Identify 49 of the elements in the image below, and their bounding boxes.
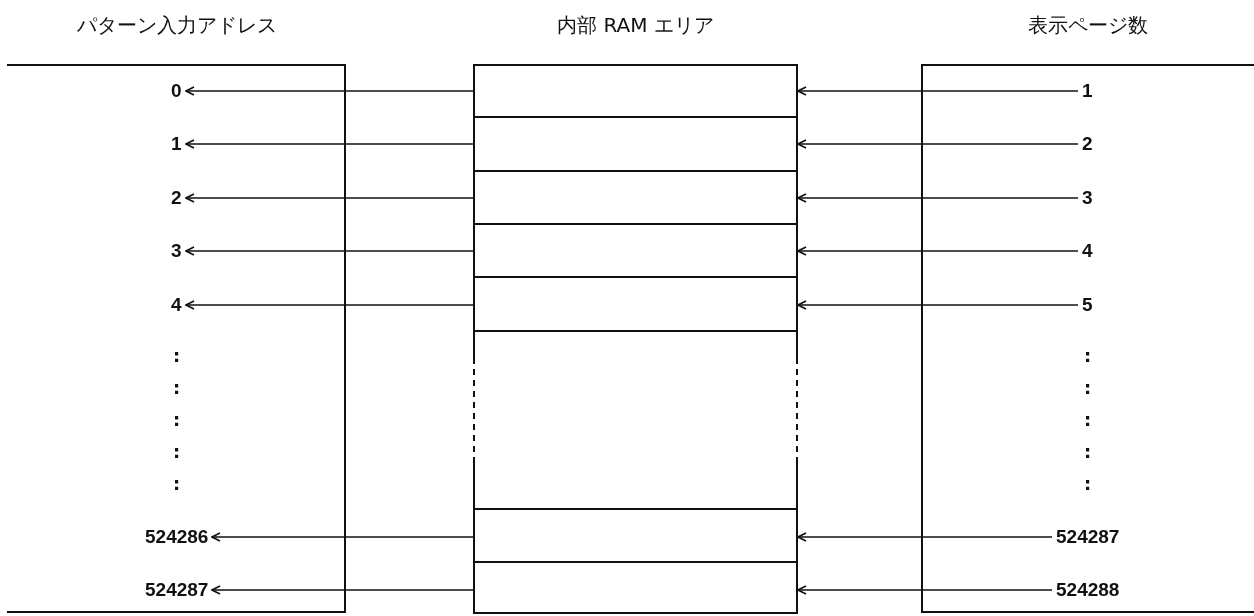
arrow [185,86,474,96]
memory-cell [473,170,798,225]
ellipsis-mark: : [1084,378,1092,398]
arrow [797,193,1079,203]
number-label: 2 [167,183,186,213]
memory-cell [473,276,798,332]
arrow [797,532,1053,542]
number-label: 4 [167,290,186,320]
ellipsis-mark: : [173,474,181,494]
arrow [797,139,1079,149]
number-label: 4 [1078,236,1097,266]
number-label: 3 [1078,183,1097,213]
arrow [185,193,474,203]
arrow [185,139,474,149]
arrow [797,246,1079,256]
number-label: 524288 [1052,575,1124,605]
memory-cell [473,64,798,118]
arrow [797,585,1053,595]
number-label: 1 [167,129,186,159]
number-label: 524286 [141,522,213,552]
ellipsis-mark: : [173,378,181,398]
arrow [797,300,1079,310]
memory-cell [473,508,798,563]
memory-cell [473,223,798,278]
arrow [185,300,474,310]
arrow [211,585,474,595]
number-label: 2 [1078,129,1097,159]
number-label: 1 [1078,76,1097,106]
number-label: 3 [167,236,186,266]
ellipsis-mark: : [1084,442,1092,462]
column-heading: 表示ページ数 [1027,12,1148,39]
ellipsis-mark: : [1084,410,1092,430]
ellipsis-mark: : [173,346,181,366]
number-label: 5 [1078,290,1097,320]
memory-block [473,330,798,510]
memory-cell [473,116,798,172]
arrow [211,532,474,542]
number-label: 524287 [1052,522,1124,552]
ellipsis-mark: : [173,410,181,430]
memory-cell [473,561,798,614]
number-label: 524287 [141,575,213,605]
ellipsis-mark: : [1084,474,1092,494]
column-heading: 内部 RAM エリア [557,12,714,39]
arrow [185,246,474,256]
number-label: 0 [167,76,186,106]
ellipsis-mark: : [1084,346,1092,366]
arrow [797,86,1079,96]
ellipsis-mark: : [173,442,181,462]
column-heading: パターン入力アドレス [76,12,277,39]
